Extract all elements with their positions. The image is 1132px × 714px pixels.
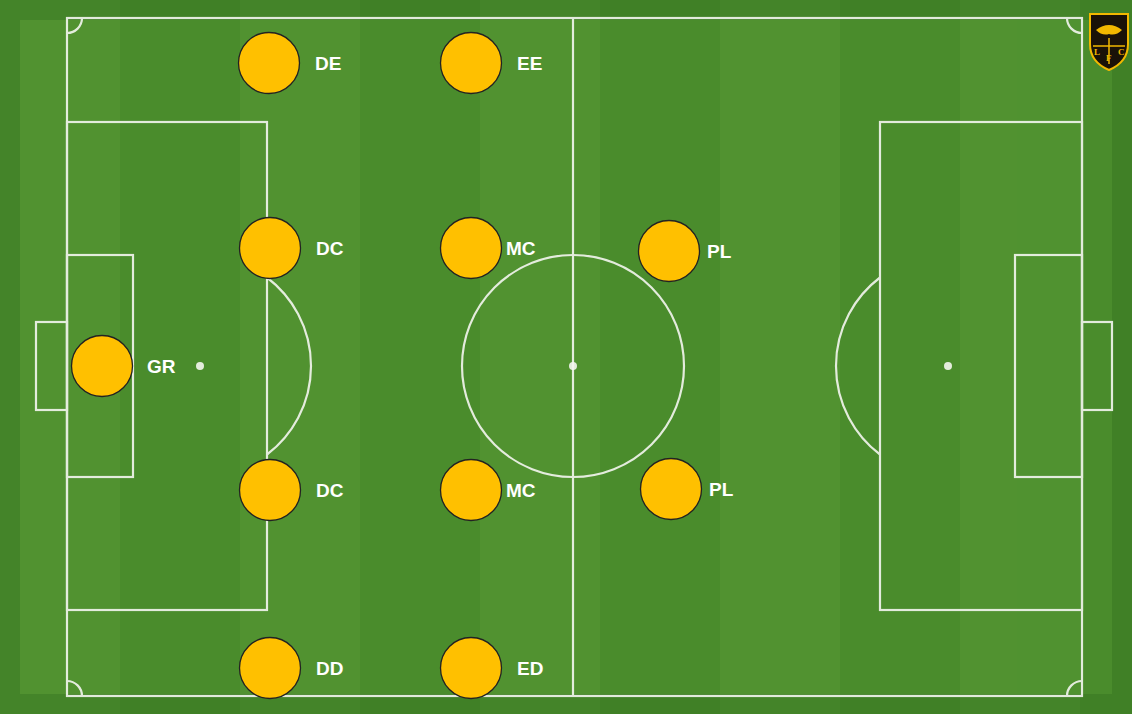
club-crest [1090,14,1128,70]
grass-stripes [0,0,1080,714]
player-position: DD [238,636,343,700]
player-circle [240,218,301,279]
crest-letter: F [1106,54,1112,63]
crest-letter: L [1094,48,1100,57]
position-label: MC [506,481,536,500]
player-marker [237,31,301,95]
player-circle [240,460,301,521]
player-marker [439,216,503,280]
position-label: MC [506,239,536,258]
player-circle [72,336,133,397]
position-label: DC [316,239,343,258]
player-circle [441,218,502,279]
position-label: DC [316,481,343,500]
player-position: GR [70,334,176,398]
player-position: ED [439,636,543,700]
position-label: ED [517,659,543,678]
position-label: DD [316,659,343,678]
player-circle [239,33,300,94]
player-marker [238,636,302,700]
player-circle [441,33,502,94]
player-marker [238,216,302,280]
player-circle [441,638,502,699]
player-circle [641,459,702,520]
player-marker [439,458,503,522]
player-marker [639,457,703,521]
player-circle [639,221,700,282]
player-marker [70,334,134,398]
pitch-spots [196,362,952,370]
player-position: EE [439,31,542,95]
player-marker [238,458,302,522]
player-circle [441,460,502,521]
position-label: DE [315,54,341,73]
position-label: PL [707,242,731,261]
player-position: DE [237,31,341,95]
position-label: PL [709,480,733,499]
position-label: EE [517,54,542,73]
player-marker [439,636,503,700]
player-marker [637,219,701,283]
player-marker [439,31,503,95]
player-position: MC [439,216,536,280]
pitch-lines [36,18,1112,696]
player-circle [240,638,301,699]
player-position: PL [639,457,733,521]
player-position: DC [238,216,343,280]
player-position: DC [238,458,343,522]
player-position: MC [439,458,536,522]
player-position: PL [637,219,731,283]
crest-letter: C [1118,48,1125,57]
position-label: GR [147,357,176,376]
